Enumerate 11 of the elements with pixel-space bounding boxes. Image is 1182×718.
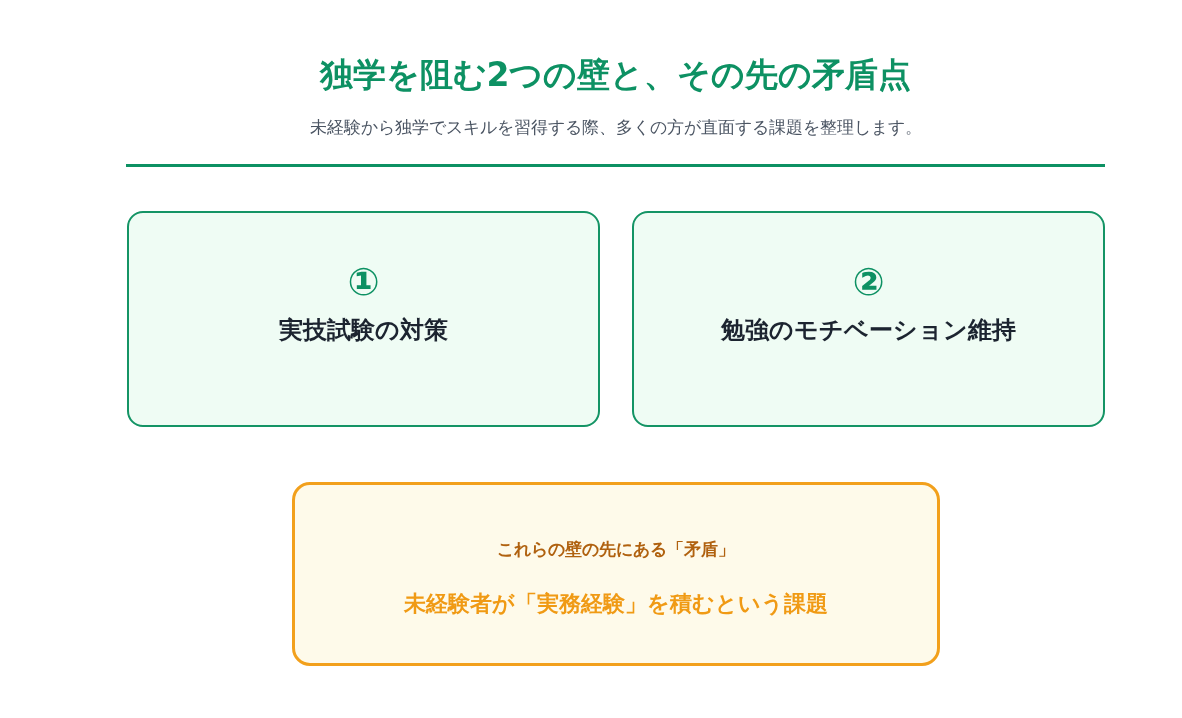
card-title: 実技試験の対策	[279, 315, 448, 345]
title: 独学を阻む2つの壁と、その先の矛盾点	[318, 54, 913, 96]
wall-card	[127, 211, 600, 427]
card-heading: 未経験者が「実務経験」を積むという課題	[404, 589, 828, 618]
wall-card	[632, 211, 1105, 427]
card-subheading: これらの壁の先にある「矛盾」	[497, 538, 735, 560]
number-mark: ①	[347, 263, 380, 301]
subtitle: 未経験から独学でスキルを習得する際、多くの方が直面する課題を整理します。	[308, 117, 923, 139]
card-title: 勉強のモチベーション維持	[721, 315, 1016, 345]
number-mark: ②	[852, 263, 885, 301]
contradiction-card	[292, 482, 940, 666]
